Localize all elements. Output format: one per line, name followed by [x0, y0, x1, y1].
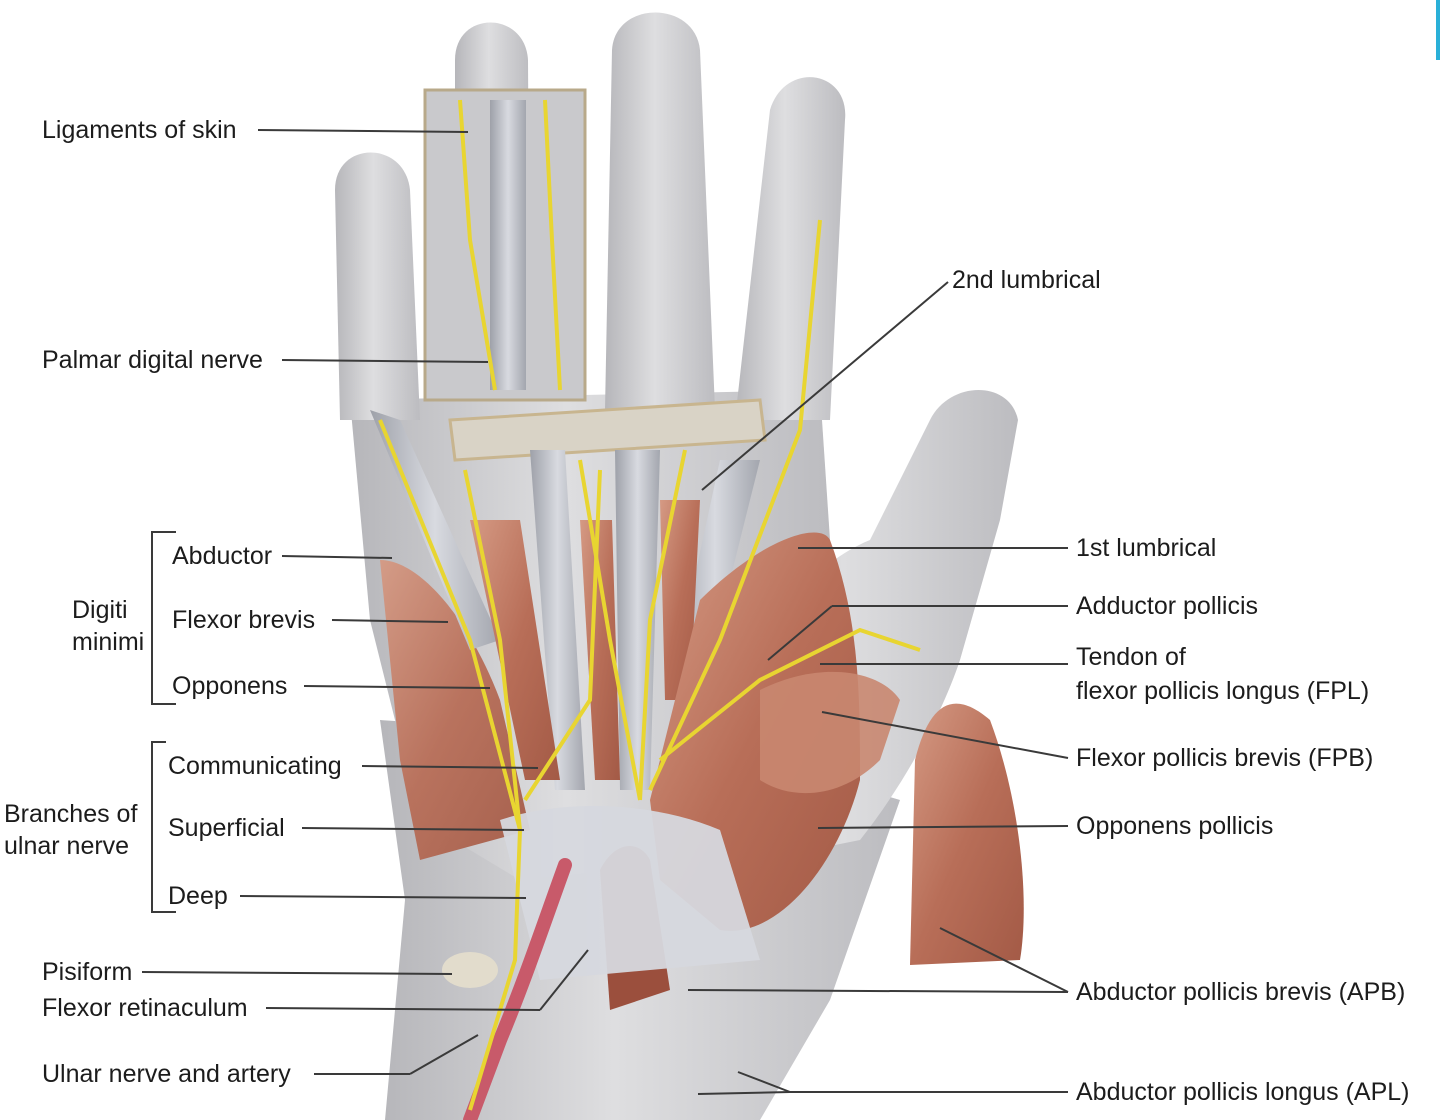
- label-digiti-minimi-line1: Digiti: [72, 596, 128, 624]
- label-opponens-pollicis: Opponens pollicis: [1076, 812, 1274, 840]
- label-abductor-pollicis-brevis: Abductor pollicis brevis (APB): [1076, 978, 1406, 1006]
- flexor-retinaculum-shape: [500, 806, 760, 980]
- label-tendon-fpl-line2: flexor pollicis longus (FPL): [1076, 677, 1370, 705]
- label-flexor-retinaculum: Flexor retinaculum: [42, 994, 248, 1022]
- label-superficial: Superficial: [168, 814, 285, 842]
- label-digiti-minimi-line2: minimi: [72, 628, 145, 656]
- label-ulnar-nerve-and-artery: Ulnar nerve and artery: [42, 1060, 291, 1088]
- brackets: [151, 531, 176, 913]
- hypothenar-muscles: [380, 560, 530, 860]
- pisiform-shape: [442, 952, 498, 988]
- label-pisiform: Pisiform: [42, 958, 133, 986]
- little-finger-shape: [335, 152, 420, 420]
- label-branches-line2: ulnar nerve: [4, 832, 130, 860]
- label-palmar-digital-nerve: Palmar digital nerve: [42, 346, 263, 374]
- label-ligaments-of-skin: Ligaments of skin: [42, 116, 237, 144]
- middle-finger-shape: [605, 12, 715, 410]
- label-second-lumbrical: 2nd lumbrical: [952, 266, 1101, 294]
- ulnar-artery: [463, 858, 572, 1120]
- label-abductor-pollicis-longus: Abductor pollicis longus (APL): [1076, 1078, 1410, 1106]
- index-finger-shape: [735, 77, 846, 421]
- corner-mark: [1436, 0, 1440, 60]
- label-flexor-brevis: Flexor brevis: [172, 606, 316, 634]
- label-flexor-pollicis-brevis: Flexor pollicis brevis (FPB): [1076, 744, 1374, 772]
- label-adductor-pollicis: Adductor pollicis: [1076, 592, 1259, 620]
- label-deep: Deep: [168, 882, 228, 910]
- leader-lines: [141, 129, 1069, 1095]
- label-branches-line1: Branches of: [4, 800, 138, 828]
- label-opponens: Opponens: [172, 672, 288, 700]
- abductor-pollicis-brevis-cut: [910, 703, 1024, 965]
- label-communicating: Communicating: [168, 752, 342, 780]
- label-abductor: Abductor: [172, 542, 273, 570]
- label-first-lumbrical: 1st lumbrical: [1076, 534, 1217, 562]
- label-tendon-fpl-line1: Tendon of: [1076, 643, 1186, 671]
- lumbrical-muscles: [470, 520, 560, 780]
